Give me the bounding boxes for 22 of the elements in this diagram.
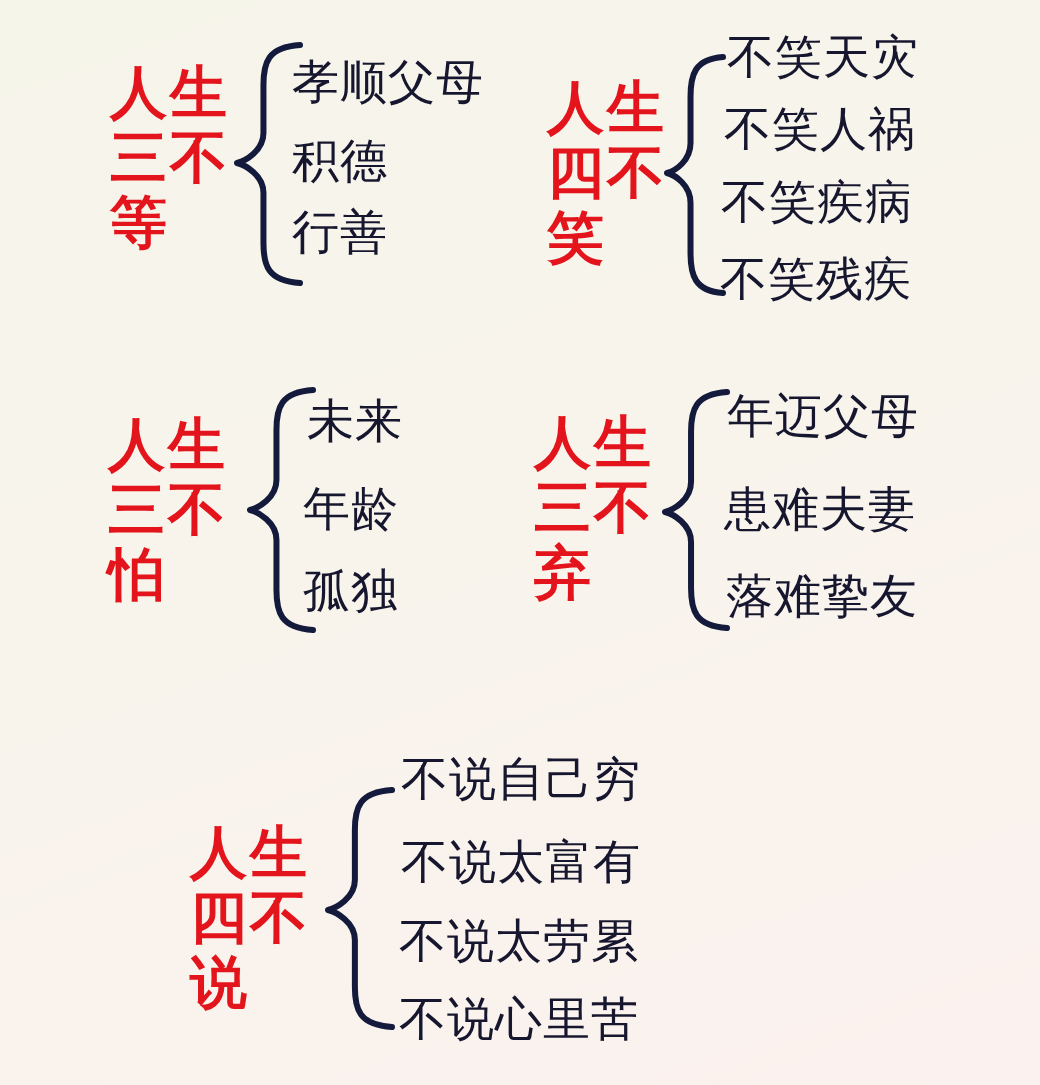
item-text: 孝顺父母: [292, 58, 484, 105]
item-text: 不笑疾病: [721, 178, 913, 225]
item-text: 孤独: [303, 567, 399, 614]
item-text: 不说自己穷: [401, 755, 641, 802]
item-text: 不说心里苦: [399, 995, 639, 1042]
item-text: 不说太劳累: [399, 917, 639, 964]
title-text: 人生四不说: [188, 824, 308, 1014]
item-text: 不笑残疾: [720, 255, 912, 302]
item-text: 积德: [292, 137, 388, 184]
item-text: 不笑人祸: [724, 105, 916, 152]
item-text: 不说太富有: [401, 838, 641, 885]
title-text: 人生三不怕: [106, 416, 226, 606]
item-text: 患难夫妻: [724, 485, 916, 532]
item-text: 年龄: [303, 485, 399, 532]
item-text: 不笑天灾: [727, 33, 919, 80]
item-text: 年迈父母: [727, 392, 919, 439]
title-text: 人生四不笑: [545, 79, 665, 269]
item-text: 行善: [292, 208, 388, 255]
item-text: 落难挚友: [726, 572, 918, 619]
title-text: 人生三不弃: [532, 414, 652, 604]
title-text: 人生三不等: [108, 64, 228, 254]
item-text: 未来: [307, 397, 403, 444]
